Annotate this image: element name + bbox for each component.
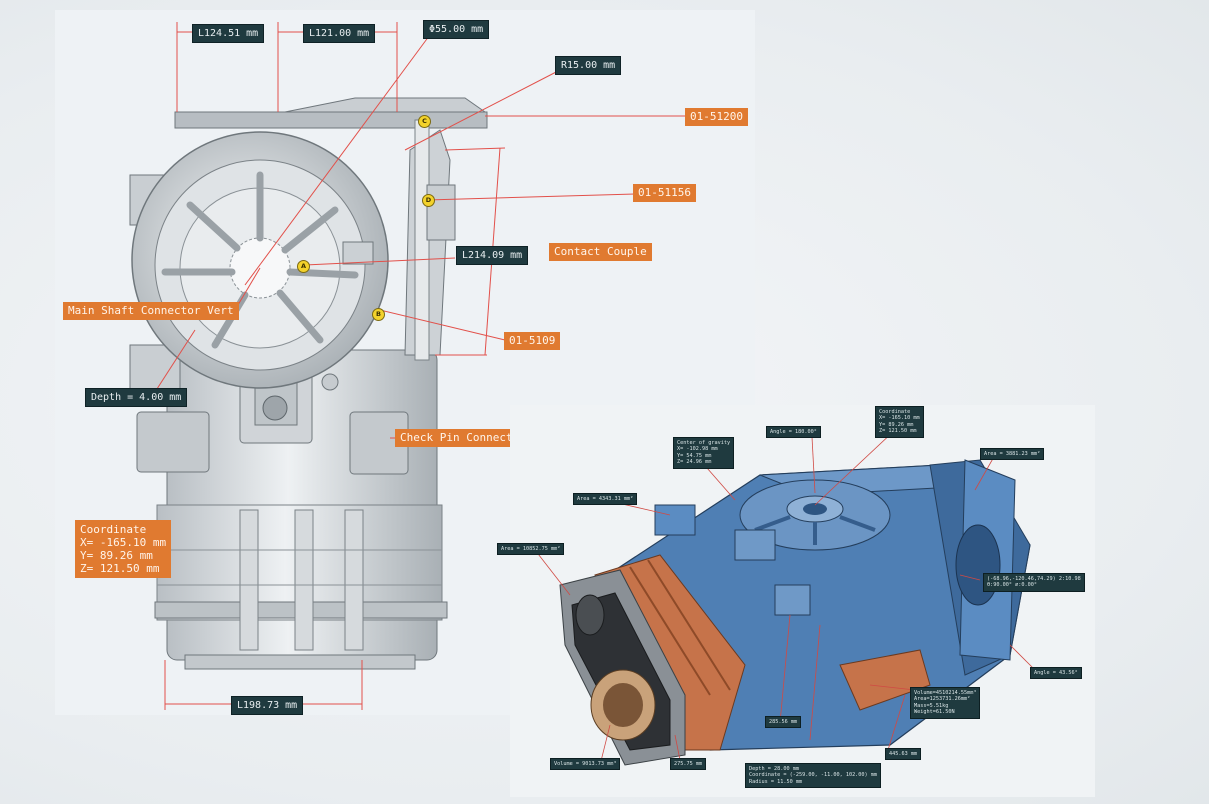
coord-top-y: Y= 89.26 mm: [879, 421, 914, 428]
mass-weight: Weight=61.50N: [914, 709, 955, 716]
dim-length-214[interactable]: L214.09 mm: [456, 246, 529, 265]
dim-length-198[interactable]: L198.73 mm: [231, 696, 304, 715]
label-angle-right[interactable]: Angle = 43.56°: [1030, 667, 1082, 680]
marker-d[interactable]: D: [422, 194, 435, 207]
label-center-of-gravity[interactable]: Center of gravity X= -102.98 mm Y= 54.75…: [673, 437, 735, 469]
callout-main-shaft[interactable]: Main Shaft Connector Vert: [63, 302, 239, 320]
label-area-left[interactable]: Area = 10852.75 mm²: [497, 543, 565, 556]
depth-group-radius: Radius = 11.50 mm: [749, 778, 803, 785]
cog-title: Center of gravity: [677, 440, 731, 446]
coords-right-line1: (-68.96,-120.46,74.29) 2:10.98: [987, 576, 1081, 582]
callout-contact-couple[interactable]: Contact Couple: [549, 243, 652, 261]
dim-radius[interactable]: R15.00 mm: [555, 56, 622, 75]
side-view-panel[interactable]: L124.51 mm L121.00 mm Φ55.00 mm R15.00 m…: [55, 10, 755, 715]
side-view-drawing: [129, 22, 685, 710]
label-coords-right[interactable]: (-68.96,-120.46,74.29) 2:10.98 θ:90.00° …: [983, 573, 1085, 592]
mass-mass: Mass=5.51kg: [914, 702, 949, 709]
coord-top-x: X= -165.10 mm: [879, 415, 920, 422]
dim-depth[interactable]: Depth = 4.00 mm: [85, 388, 188, 407]
coords-right-line2: θ:90.00° ∅:0.00°: [987, 582, 1037, 589]
dim-diameter[interactable]: Φ55.00 mm: [423, 20, 490, 39]
cog-y: Y= 54.75 mm: [677, 452, 712, 459]
dim-length-121[interactable]: L121.00 mm: [303, 24, 376, 43]
coordinate-y: Y= 89.26 mm: [80, 549, 153, 562]
depth-group-depth: Depth = 28.00 mm: [749, 766, 799, 772]
marker-c[interactable]: C: [418, 115, 431, 128]
label-mass-props[interactable]: Volume=4510214.55mm³ Area=1253731.26mm² …: [910, 687, 981, 719]
cog-z: Z= 24.96 mm: [677, 459, 712, 466]
label-coordinate-top[interactable]: Coordinate X= -165.10 mm Y= 89.26 mm Z= …: [875, 406, 924, 438]
mass-volume: Volume=4510214.55mm³: [914, 690, 977, 696]
callout-01-51156[interactable]: 01-51156: [633, 184, 696, 202]
callout-01-51200[interactable]: 01-51200: [685, 108, 748, 126]
label-angle-top[interactable]: Angle = 180.00°: [766, 426, 821, 439]
label-dim-c[interactable]: 275.75 mm: [670, 758, 707, 771]
coordinate-box[interactable]: Coordinate X= -165.10 mm Y= 89.26 mm Z= …: [75, 520, 172, 578]
label-depth-group[interactable]: Depth = 28.00 mm Coordinate = (-259.00, …: [745, 763, 882, 789]
depth-group-coordinate: Coordinate = (-259.00, -11.00, 102.00) m…: [749, 772, 878, 779]
dim-length-124[interactable]: L124.51 mm: [192, 24, 265, 43]
coordinate-title: Coordinate: [80, 523, 147, 536]
label-dim-a[interactable]: 285.56 mm: [765, 716, 802, 729]
label-area-right[interactable]: Area = 3881.23 mm²: [980, 448, 1045, 461]
isometric-view-panel[interactable]: Angle = 180.00° Coordinate X= -165.10 mm…: [497, 405, 1095, 797]
label-dim-b[interactable]: 445.63 mm: [885, 748, 922, 761]
coord-top-title: Coordinate: [879, 409, 911, 415]
marker-a[interactable]: A: [297, 260, 310, 273]
callout-check-pin[interactable]: Check Pin Connect: [395, 429, 518, 447]
mass-area: Area=1253731.26mm²: [914, 696, 971, 703]
coordinate-x: X= -165.10 mm: [80, 536, 167, 549]
cog-x: X= -102.98 mm: [677, 446, 718, 453]
label-volume[interactable]: Volume = 9013.73 mm³: [550, 758, 621, 771]
coord-top-z: Z= 121.50 mm: [879, 428, 917, 435]
coordinate-z: Z= 121.50 mm: [80, 562, 160, 575]
label-area-mid[interactable]: Area = 4343.31 mm²: [573, 493, 638, 506]
isometric-view-drawing: [534, 429, 1036, 766]
callout-01-5109[interactable]: 01-5109: [504, 332, 561, 350]
marker-b[interactable]: B: [372, 308, 385, 321]
